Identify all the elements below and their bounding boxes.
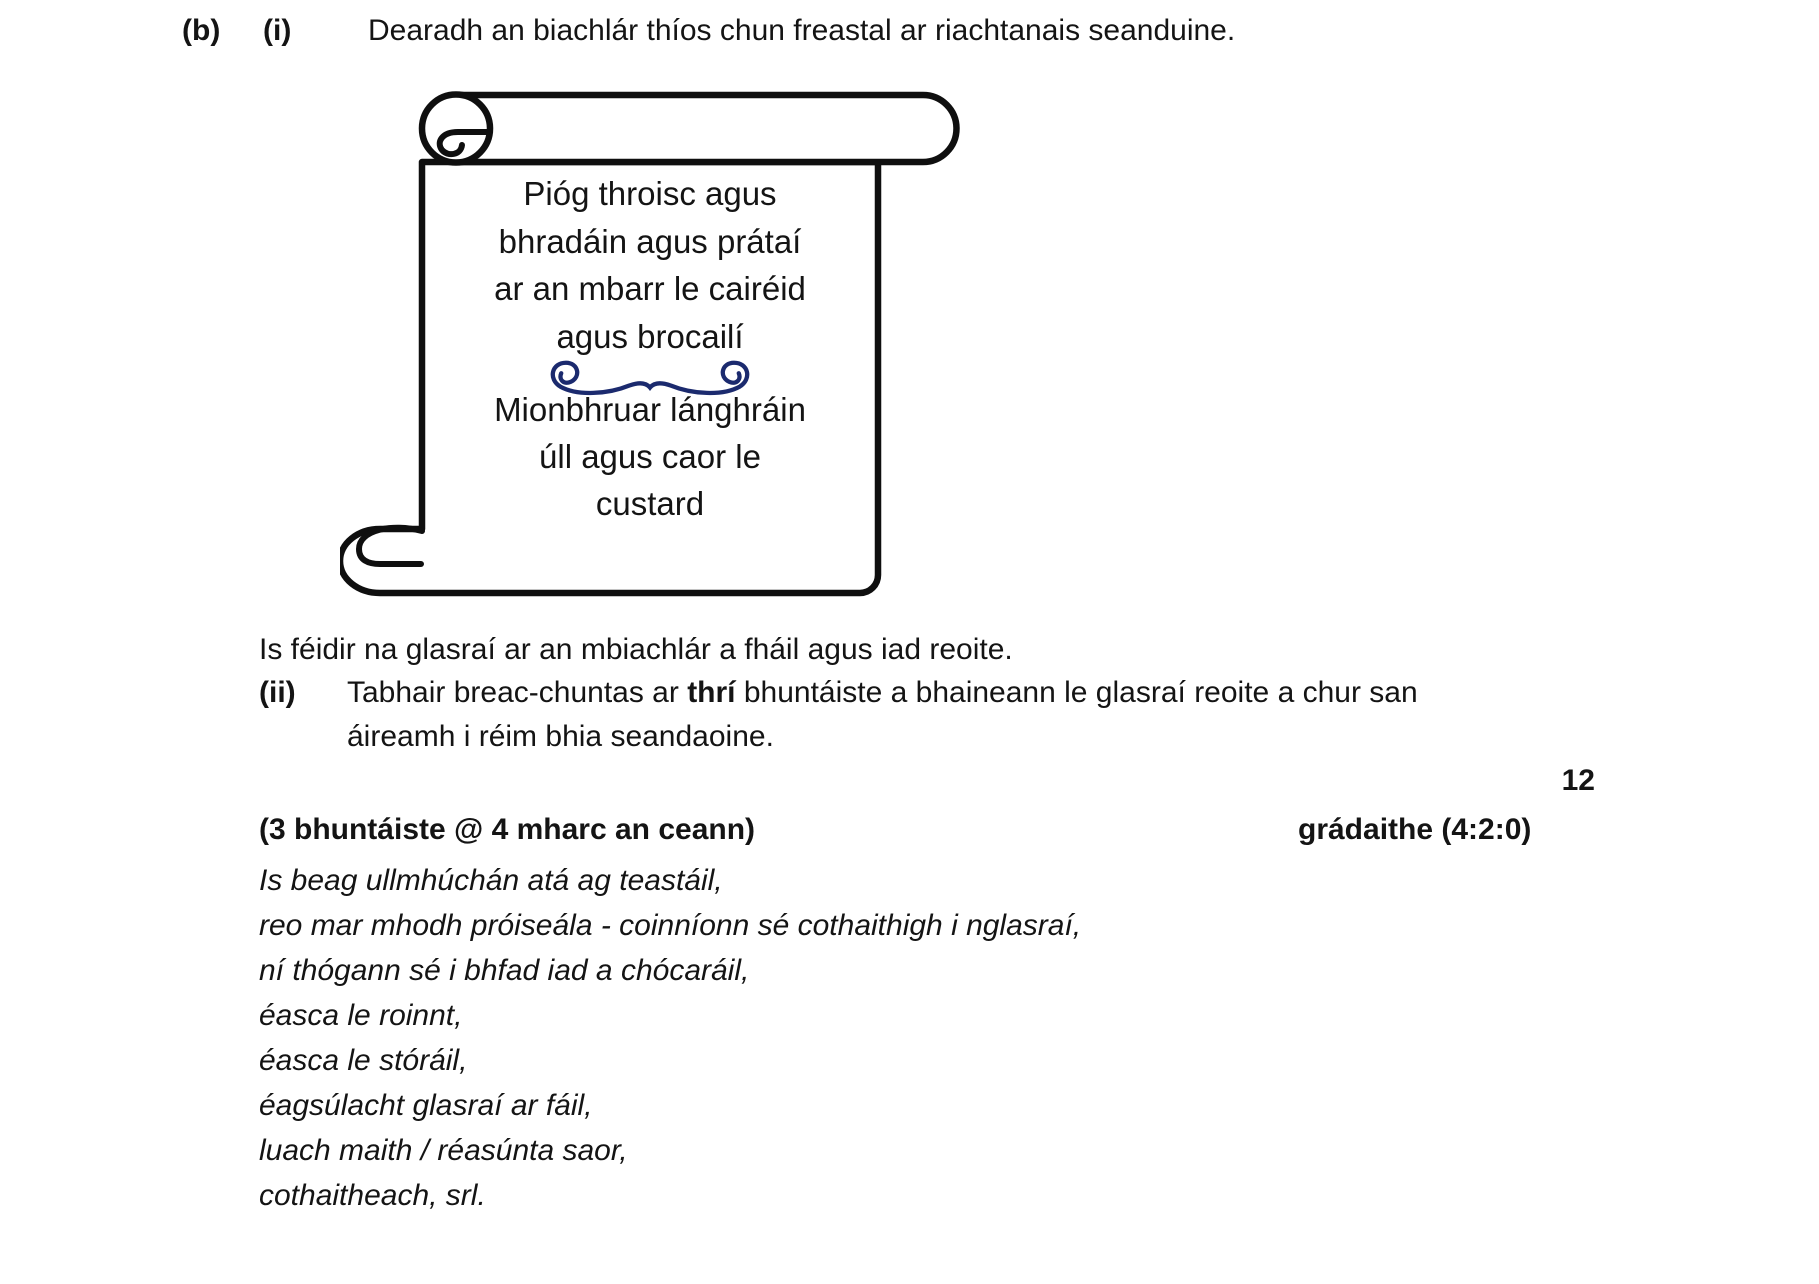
- answer-item: éasca le roinnt,: [259, 999, 463, 1032]
- answer-item: éagsúlacht glasraí ar fáil,: [259, 1089, 593, 1122]
- scroll-body: [340, 158, 882, 597]
- marks-total: 12: [1561, 764, 1595, 797]
- answer-item: Is beag ullmhúchán atá ag teastáil,: [259, 864, 723, 897]
- part-one-text: Dearadh an biachlár thíos chun freastal …: [368, 14, 1236, 47]
- answer-item: luach maith / réasúnta saor,: [259, 1134, 628, 1167]
- menu-line: Pióg throisc agus: [523, 175, 777, 212]
- part-two-text-after: bhuntáiste a bhaineann le glasraí reoite…: [735, 676, 1418, 709]
- menu-line: custard: [595, 485, 705, 522]
- menu-line: bhradáin agus prátaí: [498, 222, 802, 260]
- answer-list: Is beag ullmhúchán atá ag teastáil, reo …: [259, 858, 1081, 1218]
- menu-line: úll agus caor le: [539, 438, 761, 475]
- scroll-top-curl-detail: [436, 129, 492, 158]
- menu-course-one: Pióg throisc agus bhradáin agus prátaí a…: [430, 170, 870, 360]
- note-text: Is féidir na glasraí ar an mbiachlár a f…: [259, 633, 1013, 666]
- part-two-text-line1: Tabhair breac-chuntas ar thrí bhuntáiste…: [347, 671, 1418, 715]
- answer-item: reo mar mhodh próiseála - coinníonn sé c…: [259, 909, 1082, 942]
- part-two-bold-word: thrí: [687, 676, 736, 709]
- menu-course-two: Mionbhruar lánghráin úll agus caor le cu…: [430, 386, 870, 527]
- answer-item: éasca le stóráil,: [259, 1044, 468, 1077]
- menu-scroll-graphic: [340, 91, 960, 597]
- marks-scheme: (3 bhuntáiste @ 4 mharc an ceann): [259, 813, 756, 846]
- part-two-label: (ii): [259, 676, 296, 709]
- answer-item: ní thógann sé i bhfad iad a chócaráil,: [259, 954, 750, 987]
- part-one-label: (i): [263, 14, 292, 47]
- menu-divider-flourish: [550, 360, 750, 396]
- answer-item: cothaitheach, srl.: [259, 1179, 486, 1212]
- scroll-top-banner: [452, 91, 960, 166]
- menu-line: agus brocailí: [556, 317, 744, 355]
- scroll-bottom-curl-detail: [355, 524, 425, 567]
- part-two-text-before: Tabhair breac-chuntas ar: [347, 676, 688, 709]
- question-label: (b): [182, 14, 221, 47]
- menu-line: ar an mbarr le cairéid: [494, 270, 806, 308]
- part-two-text-line2: áireamh i réim bhia seandaoine.: [347, 720, 774, 753]
- grading-note: grádaithe (4:2:0): [1298, 813, 1532, 846]
- menu-line: Mionbhruar lánghráin: [494, 391, 806, 428]
